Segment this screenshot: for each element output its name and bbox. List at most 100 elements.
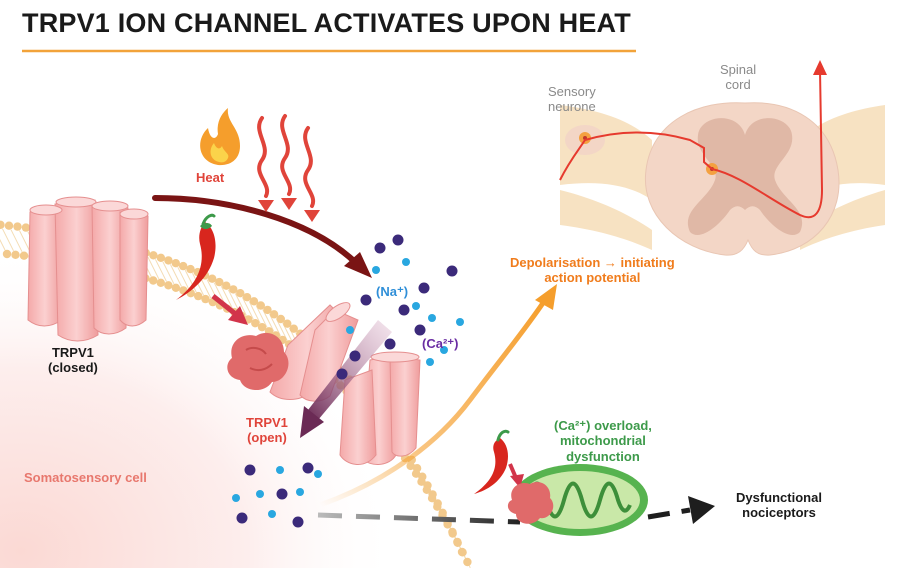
membrane-bead xyxy=(283,319,292,328)
calcium-ion xyxy=(276,488,288,500)
membrane-bead xyxy=(179,261,188,271)
sodium-ion xyxy=(428,314,436,322)
sodium-ion xyxy=(426,358,434,366)
membrane-bead xyxy=(251,319,260,328)
membrane-tail xyxy=(220,285,233,309)
membrane-bead xyxy=(171,283,181,292)
depolarisation-arrow xyxy=(317,297,548,508)
membrane-bead xyxy=(289,324,298,333)
calcium-ion xyxy=(384,338,396,350)
sodium-ion xyxy=(346,326,354,334)
calcium-ion xyxy=(292,516,304,528)
spinal-cord-label: Spinal cord xyxy=(720,62,757,93)
ion-influx-arrow xyxy=(308,320,392,420)
membrane-bead xyxy=(443,520,452,529)
trpv1-closed-channel xyxy=(27,196,149,342)
membrane-bead xyxy=(417,477,426,486)
membrane-bead xyxy=(257,323,267,332)
membrane-bead xyxy=(208,274,217,283)
calcium-ion xyxy=(374,242,386,254)
membrane-bead xyxy=(201,294,210,304)
sodium-ion xyxy=(372,266,380,274)
membrane-bead xyxy=(19,251,29,260)
membrane-bead xyxy=(256,301,265,310)
nociceptor-arrowhead xyxy=(688,496,715,524)
sodium-ion xyxy=(296,488,304,496)
membrane-bead xyxy=(448,529,457,538)
sodium-ion xyxy=(256,490,264,498)
membrane-tail xyxy=(255,305,268,328)
membrane-bead xyxy=(215,277,224,287)
membrane-tail xyxy=(177,266,190,290)
membrane-bead xyxy=(453,538,462,547)
trpv1-closed-label: TRPV1 (closed) xyxy=(48,345,98,376)
membrane-bead xyxy=(242,293,252,302)
membrane-bead xyxy=(458,548,467,557)
membrane-bead xyxy=(149,251,158,260)
membrane-tail xyxy=(19,230,31,253)
membrane-tail xyxy=(227,289,240,312)
membrane-tail xyxy=(0,238,6,251)
calcium-ion xyxy=(360,294,372,306)
membrane-bead xyxy=(422,485,431,494)
heat-activation-arrowhead xyxy=(344,252,372,278)
membrane-bead xyxy=(164,256,173,265)
membrane-tail xyxy=(147,256,160,280)
membrane-tail xyxy=(154,259,167,282)
membrane-bead xyxy=(411,469,421,478)
sodium-label: (Na⁺) xyxy=(376,284,409,299)
calcium-ion xyxy=(414,324,426,336)
dysfunctional-nociceptors-label: Dysfunctional nociceptors xyxy=(736,490,822,521)
nociceptor-dashed-arrow-right xyxy=(647,507,691,520)
membrane-bead xyxy=(194,291,203,301)
membrane-bead xyxy=(21,223,31,232)
sodium-ion xyxy=(314,470,322,478)
calcium-ion xyxy=(302,462,314,474)
sodium-ion xyxy=(276,466,284,474)
membrane-tail xyxy=(269,313,281,337)
depolarisation-arrowhead xyxy=(535,284,557,310)
calcium-ion xyxy=(349,350,361,362)
membrane-tail xyxy=(234,293,247,316)
calcium-ion xyxy=(236,512,248,524)
sodium-ion xyxy=(268,510,276,518)
membrane-bead xyxy=(171,259,180,268)
membrane-bead xyxy=(433,502,442,511)
nociceptor-dashed-arrow-left xyxy=(317,512,521,525)
calcium-label: (Ca²⁺) xyxy=(422,336,459,351)
trpv1-open-label: TRPV1 (open) xyxy=(246,415,288,446)
membrane-bead xyxy=(164,281,173,290)
chili-pepper-icon-2 xyxy=(474,429,510,494)
membrane-bead xyxy=(263,305,272,315)
heat-waves-icon xyxy=(257,114,320,222)
flame-icon xyxy=(200,108,240,166)
capsaicin-blob-icon xyxy=(227,332,289,391)
membrane-bead xyxy=(0,220,5,229)
membrane-tail xyxy=(162,261,175,285)
heat-activation-arrow xyxy=(152,195,358,265)
mitochondrion-icon xyxy=(512,464,648,536)
membrane-bead xyxy=(4,221,14,230)
sodium-ion xyxy=(440,346,448,354)
calcium-ion xyxy=(446,265,458,277)
membrane-bead xyxy=(229,285,238,294)
membrane-bead xyxy=(236,289,245,298)
trpv1-open-channel xyxy=(269,302,421,465)
page-title: TRPV1 ION CHANNEL ACTIVATES UPON HEAT xyxy=(22,8,631,38)
somatosensory-cell-label: Somatosensory cell xyxy=(24,470,147,485)
ions xyxy=(232,234,464,528)
calcium-ion xyxy=(244,464,256,476)
membrane-tail xyxy=(241,296,254,320)
membrane-tail xyxy=(10,229,23,252)
heat-label: Heat xyxy=(196,170,225,185)
membrane-bead xyxy=(427,494,437,503)
calcium-ion xyxy=(392,234,404,246)
sodium-ion xyxy=(456,318,464,326)
chili-pepper-icon xyxy=(176,213,216,300)
calcium-ion xyxy=(398,304,410,316)
membrane-bead xyxy=(276,314,285,324)
membrane-tail xyxy=(184,269,197,293)
membrane-tail xyxy=(262,309,275,332)
